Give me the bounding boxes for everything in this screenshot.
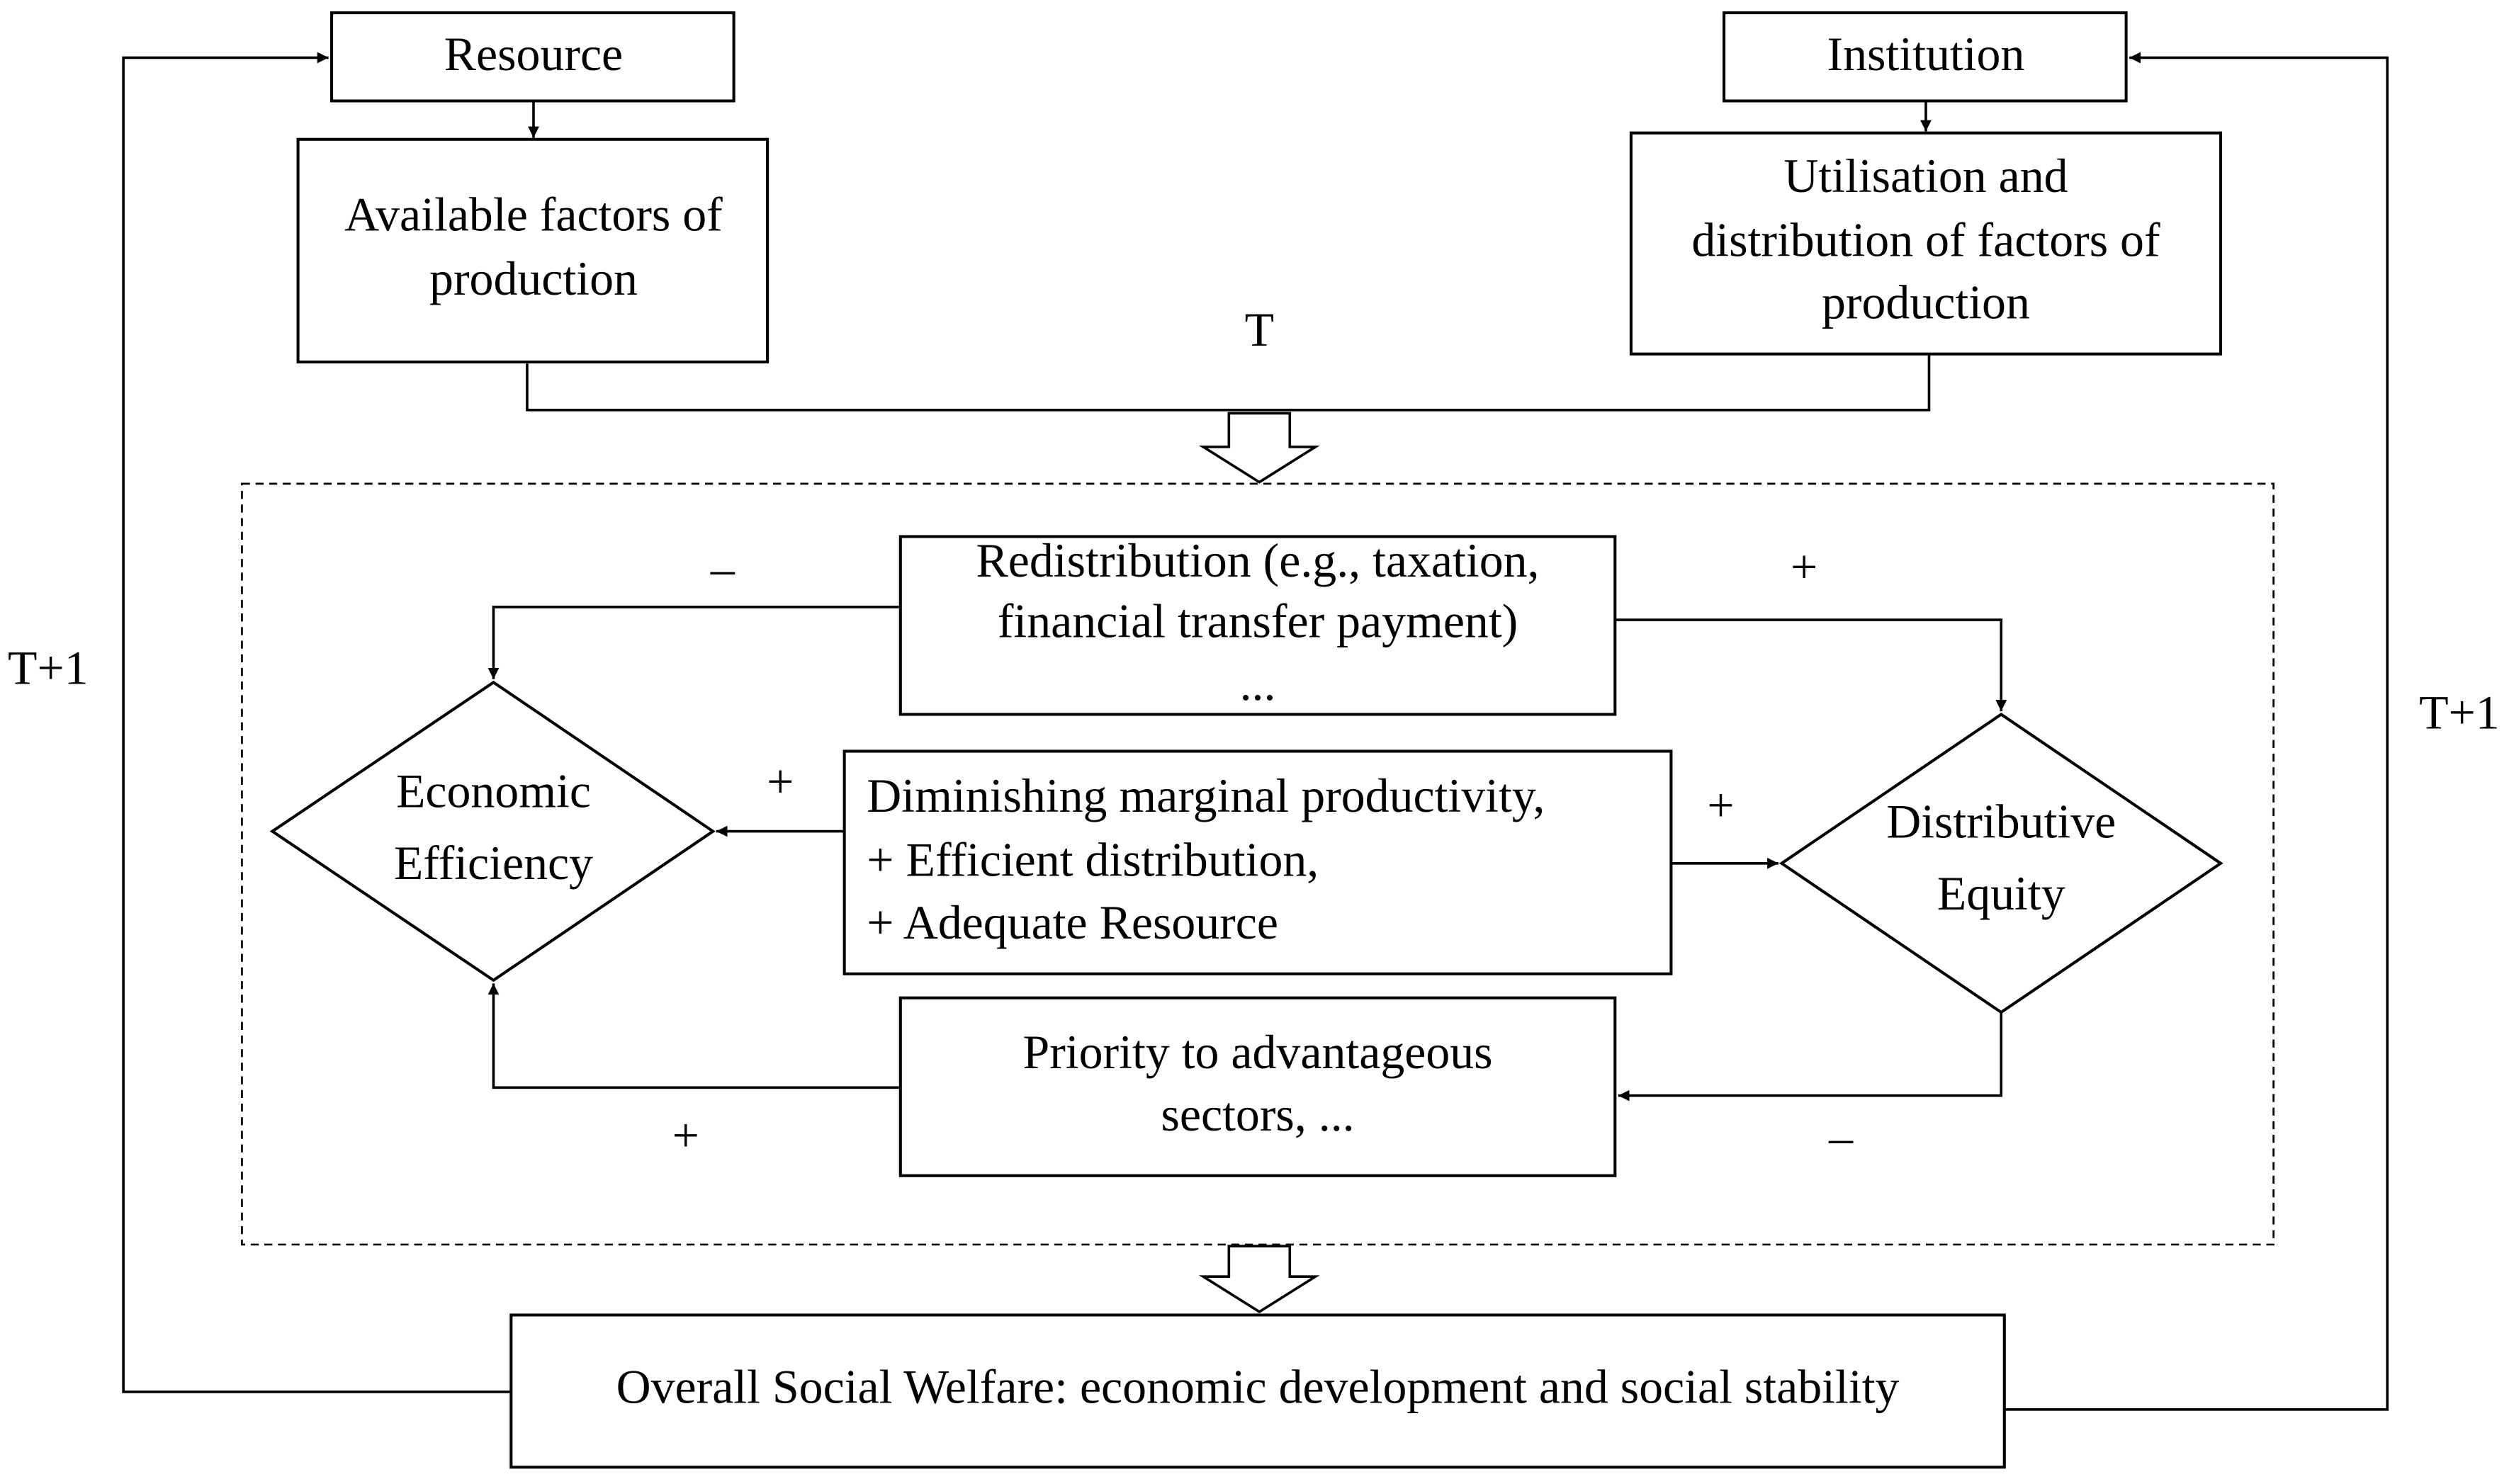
diminishing-box: Diminishing marginal productivity, + Eff… [842, 749, 1673, 975]
hollow-arrow-top [1198, 412, 1320, 484]
utilisation-line-3: production [1822, 276, 2030, 329]
redistribution-line-1: Redistribution (e.g., taxation, [976, 534, 1540, 587]
utilisation-line-1: Utilisation and [1783, 149, 2068, 203]
time-t1-left-label: T+1 [8, 641, 89, 694]
time-t-label: T [1245, 303, 1274, 356]
economic-efficiency-diamond: Economic Efficiency [269, 680, 716, 982]
resource-box: Resource [330, 11, 735, 103]
sign-diminishing-efficiency: + [767, 755, 794, 808]
feedback-arrow-right [2004, 52, 2389, 1411]
sign-equity-priority: – [1828, 1111, 1854, 1164]
sign-priority-efficiency: + [672, 1109, 699, 1162]
utilisation-line-2: distribution of factors of [1691, 214, 2160, 267]
available-factors-box: Available factors of production [296, 137, 770, 364]
time-t1-right-label: T+1 [2419, 686, 2500, 740]
diminishing-line-1: Diminishing marginal productivity, [867, 769, 1545, 822]
feedback-arrow-left [122, 52, 512, 1393]
welfare-box: Overall Social Welfare: economic develop… [509, 1313, 2006, 1469]
institution-box: Institution [1723, 11, 2128, 103]
equity-line-1: Distributive [1886, 795, 2116, 848]
available-factors-line-1: Available factors of [344, 188, 723, 241]
priority-line-2: sectors, ... [1161, 1088, 1354, 1141]
redistribution-box: Redistribution (e.g., taxation, financia… [898, 534, 1617, 716]
available-factors-line-2: production [429, 252, 638, 305]
utilisation-box: Utilisation and distribution of factors … [1629, 131, 2223, 356]
diminishing-line-2: + Efficient distribution, [867, 834, 1319, 887]
arrow-redistribution-to-equity [1615, 618, 2007, 711]
sign-redistribution-equity: + [1791, 540, 1817, 594]
priority-box: Priority to advantageous sectors, ... [898, 996, 1617, 1177]
mechanism-frame [241, 482, 2275, 1246]
efficiency-line-1: Economic [396, 764, 591, 817]
hollow-arrow-bottom [1198, 1245, 1320, 1314]
sign-redistribution-efficiency: – [710, 542, 735, 595]
equity-line-2: Equity [1937, 867, 2065, 920]
priority-line-1: Priority to advantageous [1022, 1026, 1492, 1079]
merge-line [526, 353, 1931, 412]
distributive-equity-diamond: Distributive Equity [1779, 713, 2223, 1014]
resource-label: Resource [444, 28, 623, 81]
sign-diminishing-equity: + [1707, 779, 1734, 832]
institution-label: Institution [1827, 28, 2025, 81]
arrow-equity-to-priority [1618, 1012, 2003, 1101]
efficiency-line-2: Efficiency [394, 837, 593, 890]
arrow-priority-to-efficiency [487, 983, 899, 1089]
redistribution-line-3: ... [1240, 657, 1276, 710]
welfare-label: Overall Social Welfare: economic develop… [616, 1361, 1900, 1414]
redistribution-line-2: financial transfer payment) [998, 595, 1518, 648]
arrow-redistribution-to-efficiency [487, 606, 899, 679]
diminishing-line-3: + Adequate Resource [867, 896, 1278, 949]
